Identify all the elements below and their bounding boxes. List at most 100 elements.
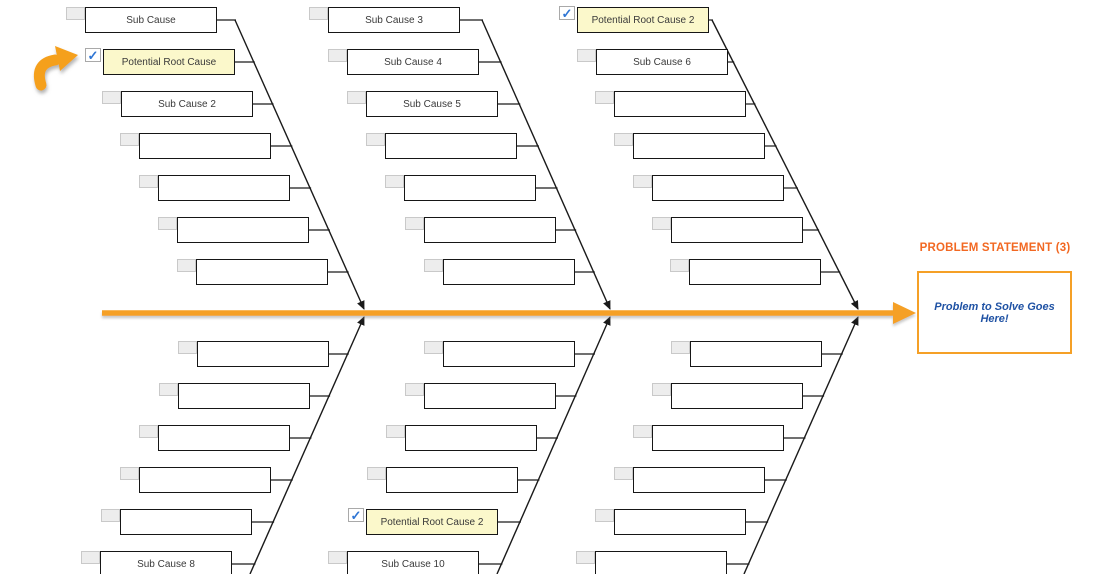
cause-box[interactable]: Potential Root Cause 2 [577,7,709,33]
checkbox[interactable] [158,217,177,230]
cause-box[interactable] [139,133,271,159]
checkbox[interactable] [120,133,139,146]
problem-statement-title: PROBLEM STATEMENT (3) [919,242,1071,254]
checkbox[interactable] [177,259,196,272]
cause-box[interactable] [424,383,556,409]
cause-box[interactable] [139,467,271,493]
cause-box-label: Sub Cause [126,14,176,26]
cause-box-label: Potential Root Cause 2 [591,14,695,26]
cause-box[interactable] [652,175,784,201]
check-icon: ✓ [561,5,573,21]
checkbox[interactable] [178,341,197,354]
bone-line [743,316,859,574]
checkbox[interactable] [614,467,633,480]
checkbox[interactable] [614,133,633,146]
checkbox[interactable] [385,175,404,188]
checkbox[interactable] [405,217,424,230]
checkbox[interactable] [159,383,178,396]
cause-box[interactable] [689,259,821,285]
checkbox[interactable] [366,133,385,146]
checkbox[interactable]: ✓ [85,48,101,62]
cause-box-label: Potential Root Cause [121,56,217,68]
cause-box[interactable]: Sub Cause 4 [347,49,479,75]
cause-box[interactable] [671,383,803,409]
cause-box[interactable] [120,509,252,535]
checkbox[interactable] [347,91,366,104]
cause-box[interactable] [386,467,518,493]
check-icon: ✓ [350,507,362,523]
checkbox[interactable] [424,259,443,272]
cause-box[interactable] [158,175,290,201]
cause-box[interactable]: Sub Cause 6 [596,49,728,75]
checkbox[interactable] [670,259,689,272]
bone-line [249,316,365,574]
checkbox[interactable] [81,551,100,564]
annotation-arrow-icon [33,46,78,91]
cause-box[interactable] [385,133,517,159]
cause-box[interactable]: Sub Cause 5 [366,91,498,117]
cause-box[interactable]: Sub Cause 2 [121,91,253,117]
cause-box-label: Sub Cause 2 [158,98,216,110]
checkbox[interactable] [139,175,158,188]
cause-box[interactable] [178,383,310,409]
checkbox[interactable]: ✓ [559,6,575,20]
cause-box[interactable] [614,91,746,117]
cause-box[interactable] [595,551,727,574]
cause-box[interactable] [690,341,822,367]
cause-box[interactable] [197,341,329,367]
cause-box[interactable]: Sub Cause 10 [347,551,479,574]
checkbox[interactable]: ✓ [348,508,364,522]
bone-line [711,19,859,310]
cause-box[interactable] [404,175,536,201]
cause-box[interactable] [424,217,556,243]
checkbox[interactable] [671,341,690,354]
cause-box-label: Sub Cause 8 [137,558,195,570]
checkbox[interactable] [577,49,596,62]
cause-box[interactable] [633,133,765,159]
cause-box[interactable] [633,467,765,493]
cause-box[interactable]: Sub Cause 3 [328,7,460,33]
cause-box-label: Potential Root Cause 2 [380,516,484,528]
checkbox[interactable] [424,341,443,354]
checkbox[interactable] [101,509,120,522]
checkbox[interactable] [367,467,386,480]
cause-box[interactable]: Potential Root Cause [103,49,235,75]
spine-arrow [102,302,916,324]
problem-statement-text: Problem to Solve Goes Here! [934,300,1055,325]
checkbox[interactable] [328,551,347,564]
checkbox[interactable] [309,7,328,20]
cause-box[interactable] [652,425,784,451]
checkbox[interactable] [633,425,652,438]
checkbox[interactable] [405,383,424,396]
checkbox[interactable] [652,217,671,230]
checkbox[interactable] [102,91,121,104]
checkbox[interactable] [386,425,405,438]
checkbox[interactable] [633,175,652,188]
cause-box[interactable] [614,509,746,535]
checkbox[interactable] [595,509,614,522]
checkbox[interactable] [120,467,139,480]
checkbox[interactable] [66,7,85,20]
checkbox[interactable] [576,551,595,564]
checkbox[interactable] [328,49,347,62]
checkbox[interactable] [595,91,614,104]
cause-box[interactable] [158,425,290,451]
cause-box[interactable] [671,217,803,243]
cause-box-label: Sub Cause 10 [381,558,445,570]
bone-line [481,19,611,310]
cause-box-label: Sub Cause 3 [365,14,423,26]
cause-box[interactable]: Potential Root Cause 2 [366,509,498,535]
checkbox[interactable] [139,425,158,438]
cause-box-label: Sub Cause 4 [384,56,442,68]
problem-statement-box[interactable]: Problem to Solve Goes Here! [917,271,1072,354]
cause-box[interactable] [443,341,575,367]
checkbox[interactable] [652,383,671,396]
cause-box[interactable]: Sub Cause 8 [100,551,232,574]
cause-box[interactable] [443,259,575,285]
cause-box[interactable] [196,259,328,285]
cause-box-label: Sub Cause 6 [633,56,691,68]
cause-box[interactable] [405,425,537,451]
cause-box[interactable]: Sub Cause [85,7,217,33]
cause-box[interactable] [177,217,309,243]
